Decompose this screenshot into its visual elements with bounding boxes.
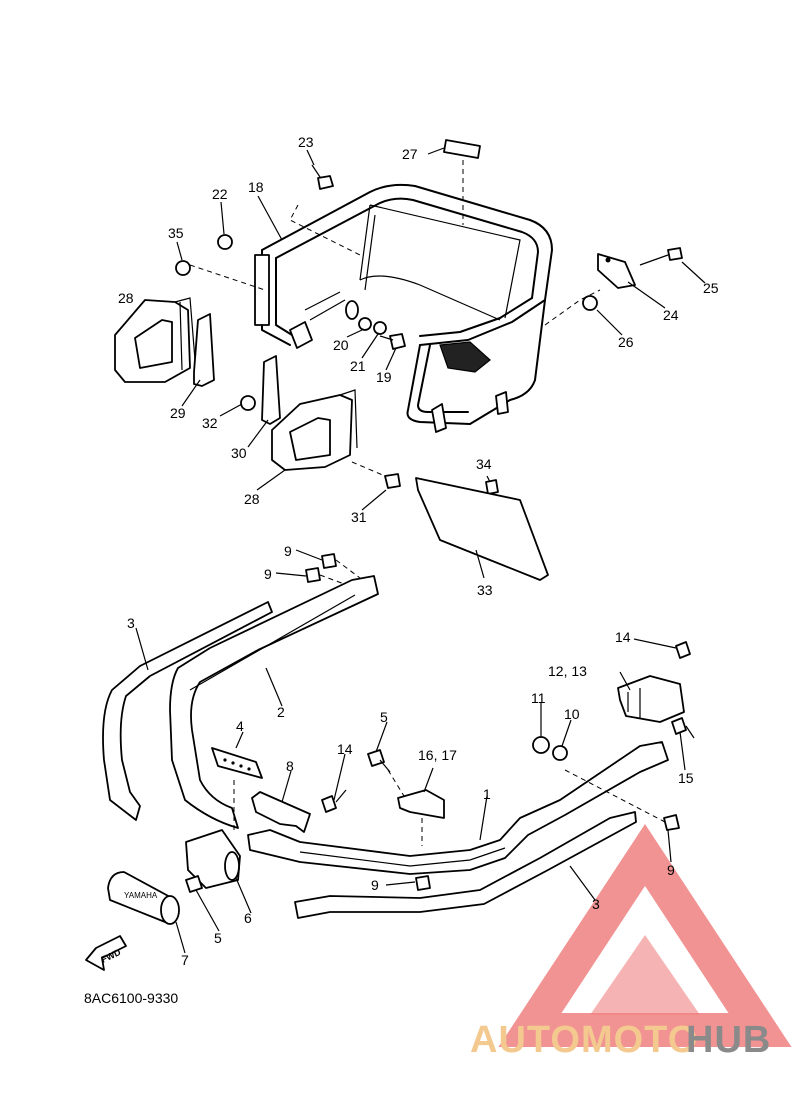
bolt-9-icon (305, 553, 361, 589)
callout-label: 14 (615, 629, 631, 645)
bracket-8-part (251, 791, 311, 833)
callout-label: 11 (531, 690, 546, 706)
block-4-part (211, 747, 263, 779)
pad-part (443, 139, 481, 159)
washer-20-icon (358, 317, 372, 331)
callout-label: 28 (244, 491, 260, 507)
washer-10-icon (552, 745, 568, 761)
callout-label: 14 (337, 741, 353, 757)
screw-14b-icon (675, 641, 691, 659)
nut-26-icon (582, 295, 598, 311)
callout-label: 7 (181, 952, 189, 968)
callout-label: 2 (277, 704, 285, 720)
bolt-23-icon (311, 164, 334, 190)
callout-label: 9 (667, 862, 675, 878)
callout-label: 28 (118, 290, 134, 306)
callout-label: 24 (663, 307, 679, 323)
clamp-16-17-part (397, 789, 445, 819)
bolt-9c-icon (415, 875, 431, 891)
bolt-9b-icon (663, 814, 680, 831)
callout-label: 23 (298, 134, 314, 150)
rail-2-part (169, 575, 379, 829)
callout-label: 30 (231, 445, 247, 461)
frame-1-part (247, 741, 669, 875)
diagram-code: 8AC6100-9330 (84, 990, 178, 1006)
watermark-logo-icon (498, 824, 792, 1047)
strip-3-left-part (102, 601, 273, 821)
callout-label: 35 (168, 225, 184, 241)
bolt-25-icon (639, 247, 683, 266)
callout-label: 33 (477, 582, 493, 598)
screw-14-icon (321, 789, 347, 813)
watermark-text-automoto: AUTOMOTO (470, 1019, 698, 1061)
callout-label: 6 (244, 910, 252, 926)
side-cover-right-part (271, 389, 358, 471)
callout-label: 3 (592, 896, 600, 912)
callout-label: 31 (351, 509, 367, 525)
callout-label: 20 (333, 337, 349, 353)
callout-label: 15 (678, 770, 694, 786)
callout-label: 27 (402, 146, 418, 162)
callout-label: 3 (127, 615, 135, 631)
watermark-text-hub: HUB (686, 1019, 771, 1061)
callout-label: 29 (170, 405, 186, 421)
nut-11-icon (532, 736, 550, 754)
washer-21-icon (373, 321, 387, 335)
callout-label: 32 (202, 415, 218, 431)
nut-32-icon (240, 395, 256, 411)
bolt-31-icon (351, 461, 401, 489)
callout-label: 19 (376, 369, 392, 385)
callout-label: 8 (286, 758, 294, 774)
fwd-arrow-icon (85, 935, 127, 971)
callout-labels: 23 27 18 22 35 25 24 26 28 20 21 19 29 3… (118, 134, 719, 968)
callout-label: 9 (284, 543, 292, 559)
callout-label: 4 (236, 718, 244, 734)
callout-label: 9 (371, 877, 379, 893)
grommet-35-icon (175, 260, 191, 276)
rack-frame-part (254, 183, 553, 433)
grip-7-part: YAMAHA (107, 871, 180, 925)
callout-label: 12, 13 (548, 663, 587, 679)
callout-label: 18 (248, 179, 264, 195)
callout-label: 5 (380, 709, 388, 725)
strip-3-lower-part (294, 811, 637, 919)
callout-label: 10 (564, 706, 580, 722)
callout-label: 21 (350, 358, 366, 374)
bolt-5-icon (367, 749, 405, 797)
callout-label: 9 (264, 566, 272, 582)
plate-33-part (415, 477, 549, 581)
callout-label: 26 (618, 334, 634, 350)
callout-label: 22 (212, 186, 228, 202)
screw-34-icon (485, 479, 499, 495)
callout-label: 34 (476, 456, 492, 472)
svg-text:YAMAHA: YAMAHA (124, 891, 158, 900)
bracket-30-part (261, 355, 281, 425)
callout-label: 5 (214, 930, 222, 946)
bracket-29-part (193, 313, 215, 387)
callout-label: 16, 17 (418, 747, 457, 763)
bracket-24-part (597, 253, 636, 289)
callout-label: 1 (483, 786, 491, 802)
hitch-12-13-part (617, 675, 685, 723)
nut-22-icon (217, 234, 233, 250)
callout-label: 25 (703, 280, 719, 296)
bolt-19-icon (379, 333, 406, 350)
bolt-15-icon (671, 717, 695, 739)
bolt-5b-icon (185, 875, 203, 893)
side-cover-left-part (114, 297, 196, 383)
